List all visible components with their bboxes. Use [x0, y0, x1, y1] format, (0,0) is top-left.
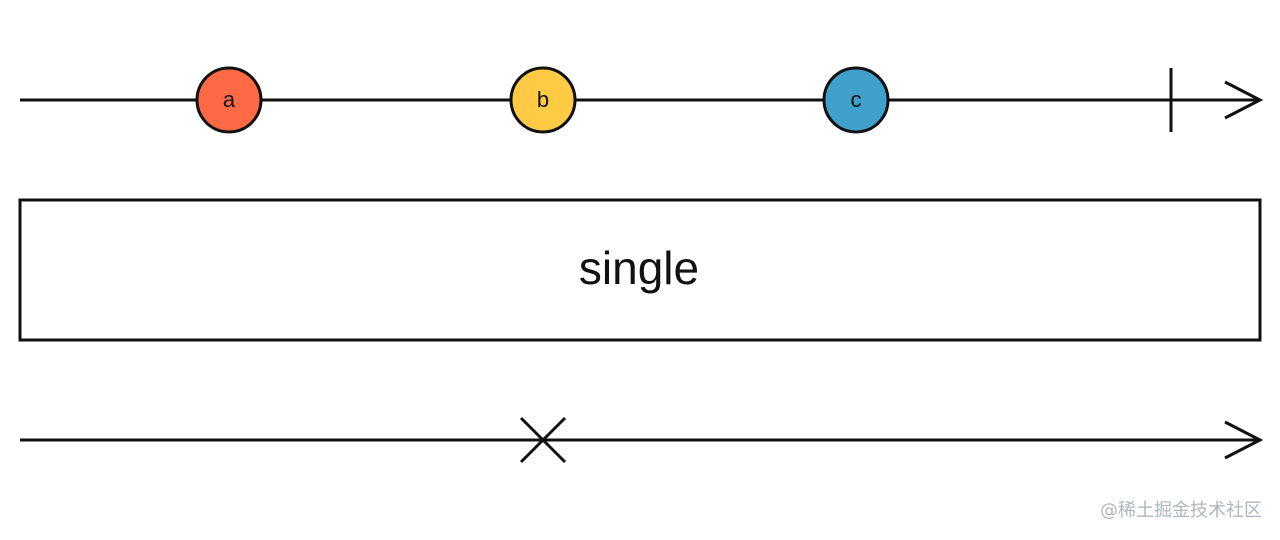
- input-arrowhead-icon: [1224, 80, 1264, 120]
- marble-a: a: [195, 66, 263, 134]
- input-timeline: a b c: [20, 66, 1264, 134]
- operator-label: single: [579, 242, 699, 294]
- marble-c-circle: [822, 66, 890, 134]
- marble-b-label: b: [537, 87, 549, 112]
- marble-b: b: [509, 66, 577, 134]
- output-timeline: [20, 416, 1264, 464]
- marble-a-circle: [195, 66, 263, 134]
- marble-c: c: [822, 66, 890, 134]
- marble-c-label: c: [851, 87, 862, 112]
- marble-a-label: a: [223, 87, 236, 112]
- watermark: @稀土掘金技术社区: [1100, 500, 1262, 521]
- error-x-icon: [519, 416, 567, 464]
- operator-box-group: single: [18, 198, 1262, 342]
- operator-box: [18, 198, 1262, 342]
- error-x-stroke-2: [519, 416, 567, 464]
- output-arrowhead-icon: [1224, 420, 1264, 460]
- marble-b-circle: [509, 66, 577, 134]
